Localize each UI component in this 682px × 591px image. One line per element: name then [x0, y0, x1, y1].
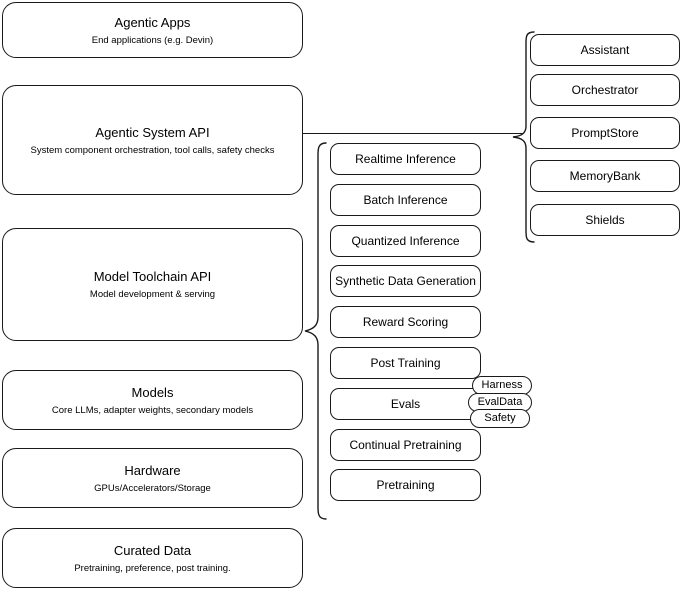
capability-reward-scoring[interactable]: Reward Scoring — [330, 306, 481, 338]
capability-post-training[interactable]: Post Training — [330, 347, 481, 379]
capability-continual-pretraining[interactable]: Continual Pretraining — [330, 429, 481, 461]
layer-box-hardware[interactable]: Hardware GPUs/Accelerators/Storage — [2, 448, 303, 508]
capability-label: Reward Scoring — [362, 314, 449, 329]
layer-subtitle: GPUs/Accelerators/Storage — [94, 482, 211, 494]
layer-subtitle: Model development & serving — [89, 289, 216, 300]
layer-title: Agentic Apps — [114, 14, 191, 30]
pill-label: EvalData — [477, 396, 523, 408]
layer-box-curated-data[interactable]: Curated Data Pretraining, preference, po… — [2, 528, 303, 588]
component-orchestrator[interactable]: Orchestrator — [530, 74, 680, 106]
capability-quantized-inference[interactable]: Quantized Inference — [330, 225, 481, 257]
component-label: Assistant — [580, 42, 630, 57]
capability-batch-inference[interactable]: Batch Inference — [330, 184, 481, 216]
capability-synthetic-data-generation[interactable]: Synthetic Data Generation — [330, 265, 481, 297]
component-memorybank[interactable]: MemoryBank — [530, 160, 680, 192]
capability-label: Post Training — [370, 355, 441, 370]
layer-title: Agentic System API — [95, 124, 210, 140]
brace-agentic-system-components — [510, 30, 536, 244]
component-label: PromptStore — [571, 125, 639, 140]
layer-title: Models — [131, 384, 174, 400]
capability-label: Batch Inference — [363, 192, 448, 207]
capability-label: Pretraining — [376, 477, 435, 492]
component-label: MemoryBank — [569, 168, 641, 183]
layer-title: Curated Data — [113, 542, 192, 558]
layer-box-agentic-apps[interactable]: Agentic Apps End applications (e.g. Devi… — [2, 2, 303, 58]
component-shields[interactable]: Shields — [530, 204, 680, 236]
evals-subcomponent-evaldata[interactable]: EvalData — [468, 393, 532, 412]
capability-realtime-inference[interactable]: Realtime Inference — [330, 143, 481, 175]
capability-label: Evals — [390, 396, 421, 411]
capability-label: Continual Pretraining — [349, 437, 462, 452]
layer-subtitle: Pretraining, preference, post training. — [74, 562, 231, 574]
layer-box-agentic-system-api[interactable]: Agentic System API System component orch… — [2, 85, 303, 195]
capability-pretraining[interactable]: Pretraining — [330, 469, 481, 501]
component-promptstore[interactable]: PromptStore — [530, 117, 680, 149]
pill-label: Harness — [481, 379, 523, 391]
component-label: Orchestrator — [571, 82, 639, 97]
layer-subtitle: End applications (e.g. Devin) — [91, 34, 214, 46]
capability-label: Realtime Inference — [355, 151, 456, 166]
evals-subcomponent-safety[interactable]: Safety — [470, 409, 530, 428]
layer-title: Hardware — [124, 462, 181, 478]
connector-agentic-system-to-components — [303, 133, 523, 134]
capability-evals[interactable]: Evals — [330, 388, 481, 420]
layer-box-model-toolchain-api[interactable]: Model Toolchain API Model development & … — [2, 228, 303, 341]
layer-subtitle: Core LLMs, adapter weights, secondary mo… — [51, 404, 254, 416]
capability-label: Synthetic Data Generation — [335, 273, 476, 288]
layer-title: Model Toolchain API — [93, 269, 212, 284]
layer-box-models[interactable]: Models Core LLMs, adapter weights, secon… — [2, 370, 303, 430]
capability-label: Quantized Inference — [351, 233, 460, 248]
component-assistant[interactable]: Assistant — [530, 34, 680, 66]
pill-label: Safety — [484, 412, 516, 424]
component-label: Shields — [585, 212, 625, 227]
brace-toolchain-capabilities — [302, 141, 328, 521]
layer-subtitle: System component orchestration, tool cal… — [30, 144, 275, 156]
